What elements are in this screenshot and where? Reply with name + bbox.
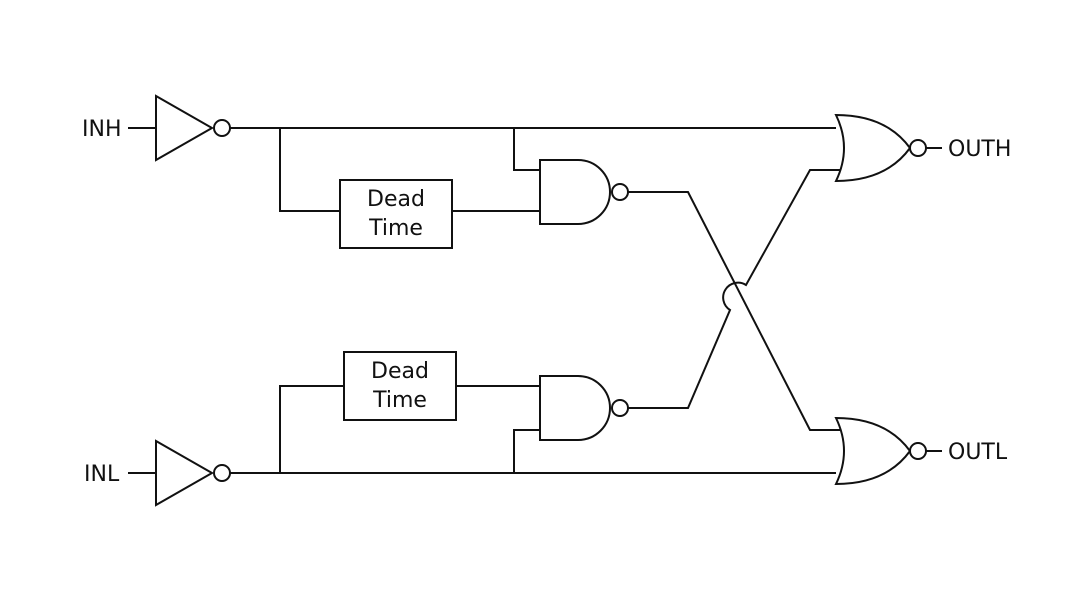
label-outh: OUTH — [948, 137, 1011, 162]
dead-time-upper-line2: Time — [368, 216, 423, 241]
nor-gate-upper-body — [834, 113, 912, 183]
dead-time-block-upper: Dead Time — [339, 179, 453, 249]
dead-time-box-lower — [343, 351, 457, 421]
wire-inh-to-nand — [513, 128, 540, 171]
inverter-inl-triangle — [155, 439, 215, 507]
wire-cross-lower-to-outh — [628, 169, 840, 409]
nor-gate-upper-bubble — [909, 139, 927, 157]
dead-time-block-lower: Dead Time — [343, 351, 457, 421]
dead-time-upper-line1: Dead — [367, 187, 425, 212]
nand-gate-lower-bubble — [611, 399, 629, 417]
dead-time-box-upper — [339, 179, 453, 249]
label-inl: INL — [84, 462, 120, 487]
inverter-inl — [128, 439, 231, 507]
nand-gate-lower-body — [539, 375, 611, 441]
wire-inl-to-deadtime — [279, 385, 344, 473]
label-outl: OUTL — [948, 440, 1008, 465]
nand-gate-upper — [539, 159, 629, 225]
wire-cross-upper-to-outl — [628, 191, 840, 431]
nand-gate-lower — [539, 375, 629, 441]
nor-gate-upper — [834, 113, 942, 183]
nor-gate-lower-bubble — [909, 442, 927, 460]
inverter-inl-bubble — [213, 464, 231, 482]
wire-inl-to-nand — [513, 429, 540, 473]
nand-gate-upper-body — [539, 159, 611, 225]
nor-gate-lower-body — [834, 416, 912, 486]
nor-gate-lower — [834, 416, 942, 486]
wire-inh-to-deadtime — [279, 128, 340, 212]
dead-time-lower-line2: Time — [372, 388, 427, 413]
inverter-inh-bubble — [213, 119, 231, 137]
inverter-inh — [128, 94, 231, 162]
nand-gate-upper-bubble — [611, 183, 629, 201]
dead-time-lower-line1: Dead — [371, 359, 429, 384]
label-inh: INH — [82, 117, 122, 142]
inverter-inh-triangle — [155, 94, 215, 162]
